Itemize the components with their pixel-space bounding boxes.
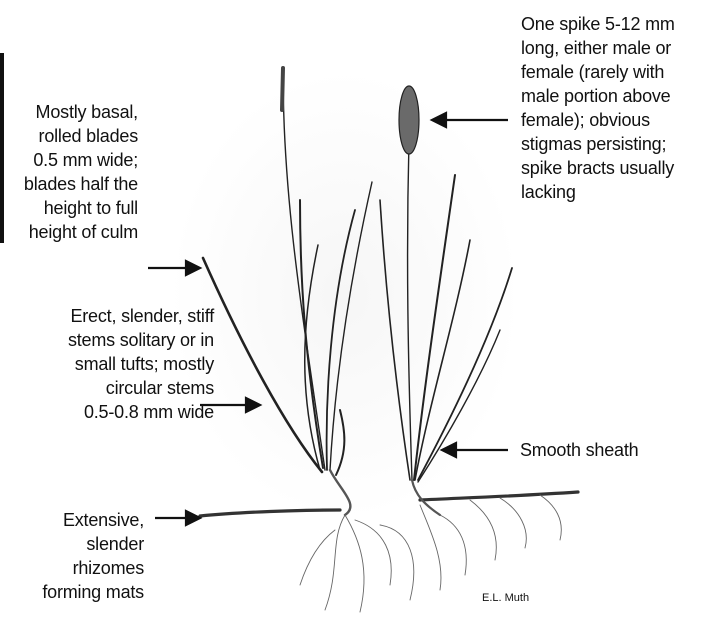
rhizomes-annotation: Extensive, slender rhizomes forming mats — [42, 508, 144, 604]
right-spike — [399, 86, 419, 154]
spike-annotation: One spike 5-12 mm long, either male or f… — [521, 12, 675, 204]
stems-annotation: Erect, slender, stiff stems solitary or … — [68, 304, 214, 424]
blades-annotation: Mostly basal, rolled blades 0.5 mm wide;… — [24, 100, 138, 244]
sheath-annotation: Smooth sheath — [520, 438, 638, 462]
background-wash — [170, 70, 520, 520]
illustrator-credit: E.L. Muth — [482, 592, 529, 604]
left-spike — [282, 68, 283, 110]
